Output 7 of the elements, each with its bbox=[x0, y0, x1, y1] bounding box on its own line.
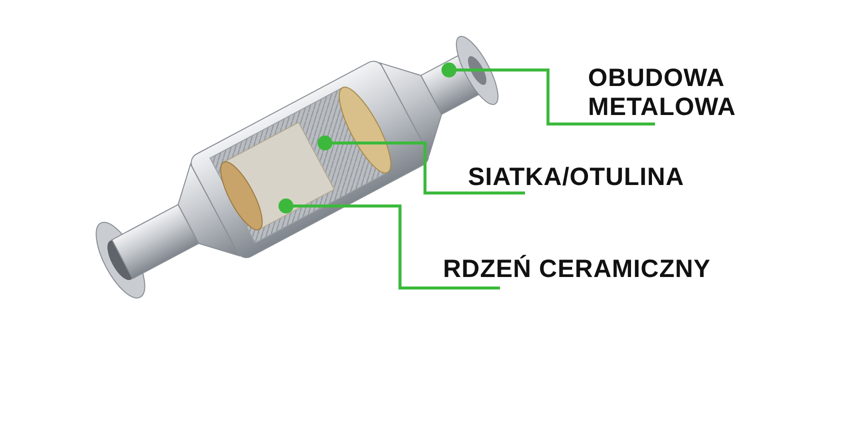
leader-line bbox=[318, 136, 525, 194]
ceramic-core bbox=[220, 122, 335, 230]
leader-line bbox=[442, 62, 655, 126]
part-label: SIATKA/OTULINA bbox=[468, 163, 728, 192]
part-label: RDZEŃ CERAMICZNY bbox=[443, 255, 743, 284]
leader-line bbox=[278, 198, 500, 290]
part-label: OBUDOWA METALOWA bbox=[588, 64, 760, 122]
